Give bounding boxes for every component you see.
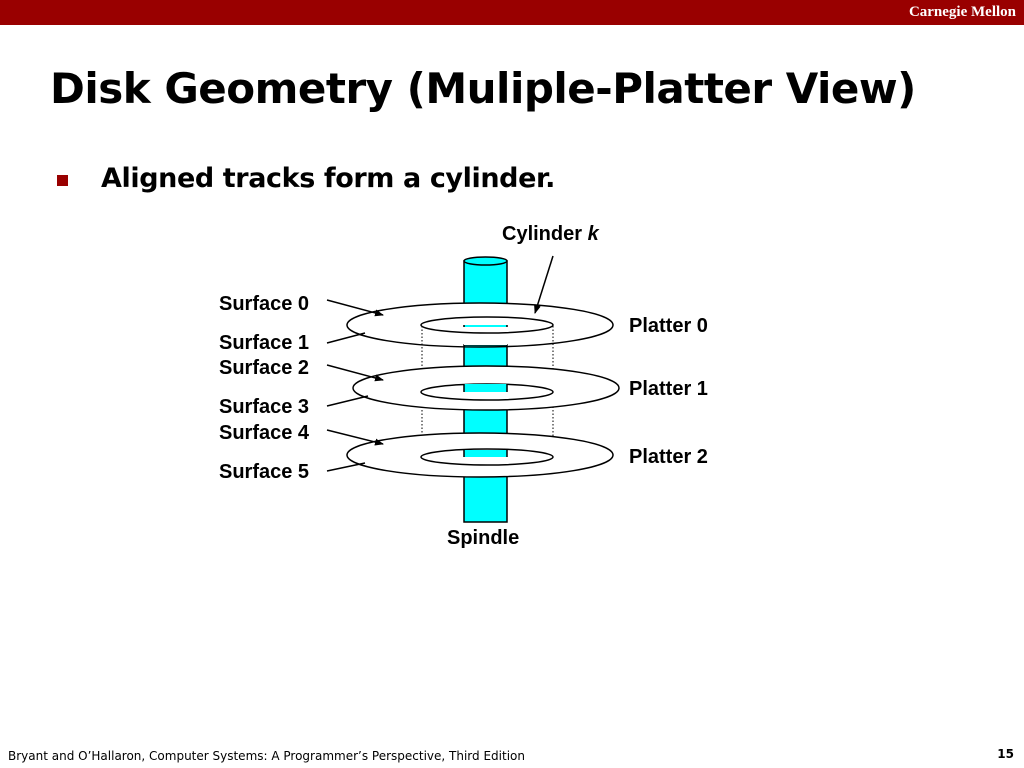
bullet-square-icon xyxy=(57,175,68,186)
bullet-text: Aligned tracks form a cylinder. xyxy=(101,163,555,194)
surface-1-label: Surface 1 xyxy=(219,332,309,354)
surface-2-label: Surface 2 xyxy=(219,357,309,379)
platter-2-label: Platter 2 xyxy=(629,446,708,468)
surface-5-label: Surface 5 xyxy=(219,461,309,483)
cylinder-label: Cylinder k xyxy=(502,223,600,245)
platter-2 xyxy=(346,432,614,478)
platter-1 xyxy=(352,365,620,411)
platter-1-label: Platter 1 xyxy=(629,378,708,400)
brand-name: Carnegie Mellon xyxy=(908,4,1016,20)
spindle-top xyxy=(463,256,508,266)
surface-3-label: Surface 3 xyxy=(219,396,309,418)
surface-4-arrow xyxy=(326,429,384,446)
platter-0-label: Platter 0 xyxy=(629,315,708,337)
surface-0-label: Surface 0 xyxy=(219,293,309,315)
footer-citation: Bryant and O’Hallaron, Computer Systems:… xyxy=(8,749,525,763)
slide-title: Disk Geometry (Muliple-Platter View) xyxy=(50,64,916,113)
spindle-label: Spindle xyxy=(447,527,519,549)
surface-2-arrow xyxy=(326,364,384,382)
surface-1-line xyxy=(326,332,366,344)
cylinder-arrow xyxy=(534,255,554,314)
platter-0 xyxy=(346,302,614,348)
surface-5-line xyxy=(326,462,366,472)
surface-0-arrow xyxy=(326,299,384,317)
spindle-segment xyxy=(463,473,508,523)
surface-4-label: Surface 4 xyxy=(219,422,310,444)
surface-3-line xyxy=(326,395,369,407)
header-bar: Carnegie Mellon xyxy=(0,0,1024,25)
page-number: 15 xyxy=(997,747,1014,761)
